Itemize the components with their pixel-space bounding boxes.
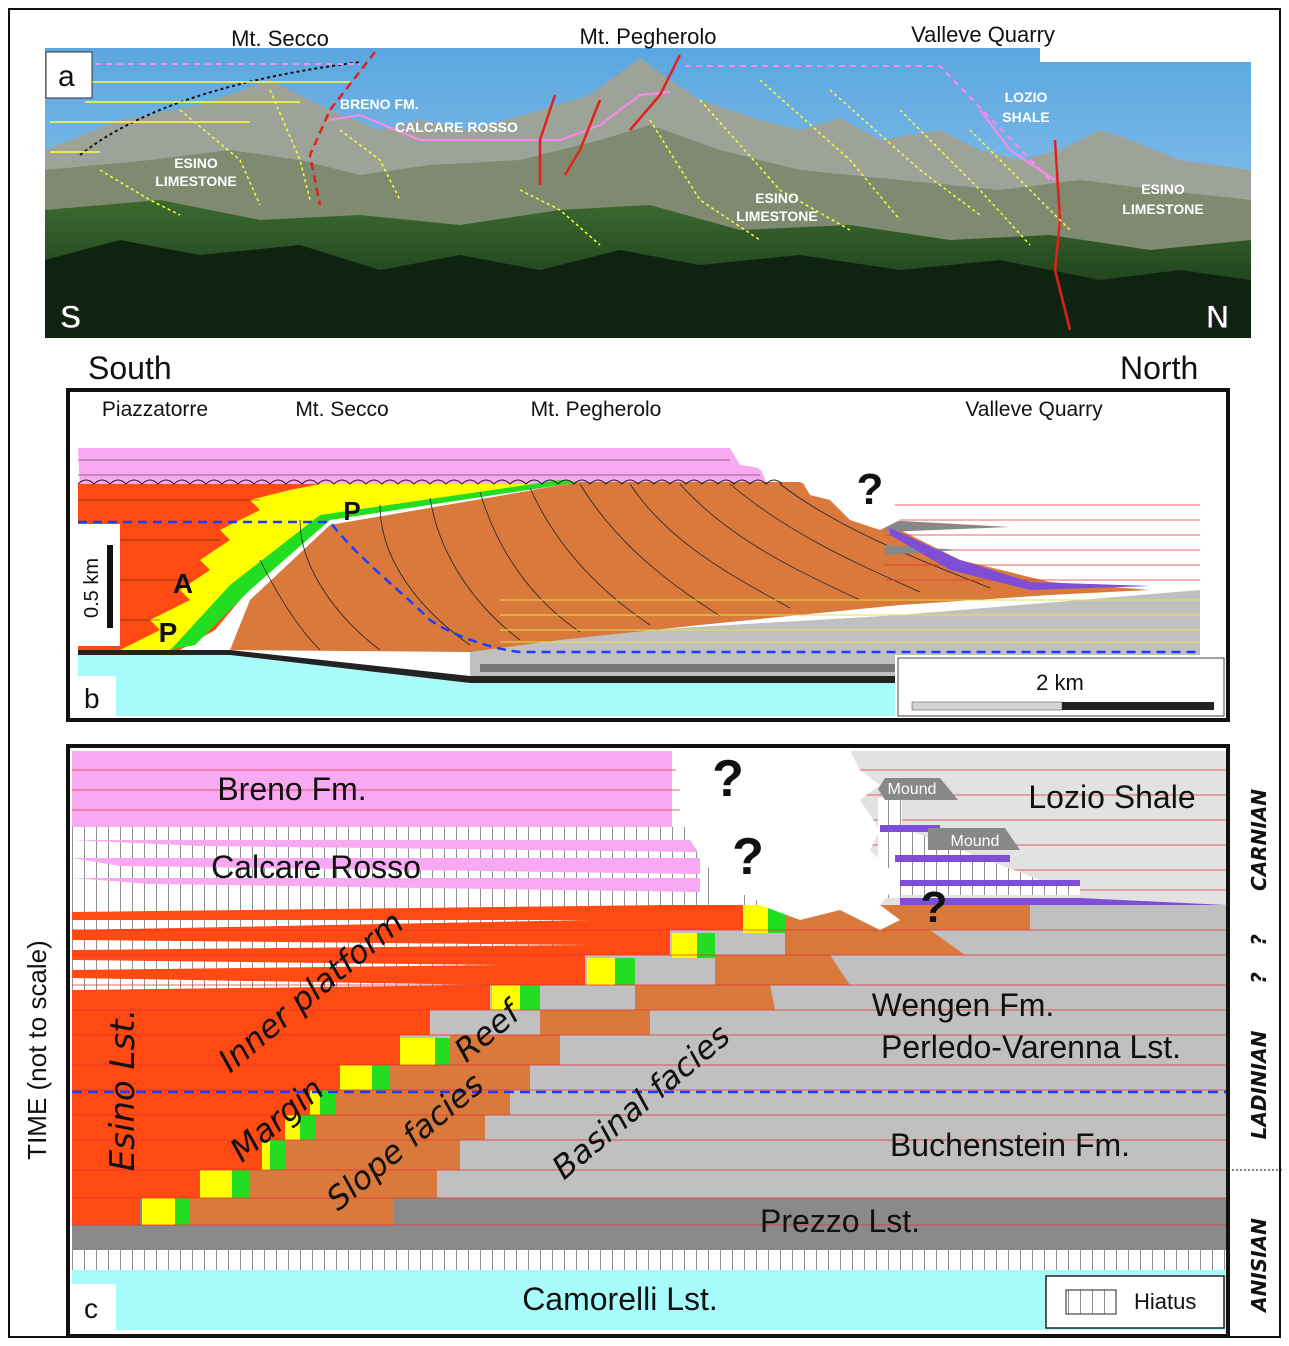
y-axis-label: TIME (not to scale): [22, 940, 52, 1160]
photo-label-lozio-1: LOZIO: [1005, 89, 1048, 105]
panel-a-letter: a: [58, 60, 75, 93]
peak-label-valleve: Valleve Quarry: [911, 22, 1055, 47]
panel-b-letter-box: [72, 676, 116, 718]
label-breno: Breno Fm.: [217, 771, 366, 807]
peak-label-secco: Mt. Secco: [231, 26, 329, 51]
label-mound-1: Mound: [888, 781, 937, 798]
loc-secco: Mt. Secco: [295, 398, 388, 421]
mark-p-lower: P: [159, 617, 178, 648]
photo-north-marker: N: [1206, 299, 1229, 335]
panel-c-letter-box: [72, 1284, 116, 1330]
photo-label-lozio-2: SHALE: [1002, 109, 1049, 125]
photo-label-esino-3a: ESINO: [1141, 181, 1185, 197]
panel-b-question: ?: [857, 465, 884, 514]
panel-b-labels: Piazzatorre Mt. Secco Mt. Pegherolo Vall…: [72, 398, 1225, 718]
stage-anisian: ANISIAN: [1247, 1218, 1271, 1314]
label-esino: Esino Lst.: [103, 1009, 143, 1172]
stage-q2: ?: [1247, 972, 1271, 984]
label-camorelli: Camorelli Lst.: [522, 1281, 718, 1317]
label-calcare-rosso: Calcare Rosso: [211, 849, 421, 885]
label-prezzo: Prezzo Lst.: [760, 1203, 920, 1239]
panel-a-labels: a Mt. Secco Mt. Pegherolo Valleve Quarry…: [45, 22, 1230, 336]
label-lozio: Lozio Shale: [1028, 779, 1195, 815]
photo-label-esino-1a: ESINO: [174, 155, 218, 171]
stage-carnian: CARNIAN: [1247, 789, 1271, 891]
mark-p-upper: P: [343, 496, 360, 526]
loc-valleve: Valleve Quarry: [965, 398, 1103, 421]
panel-a-letter-box: [45, 51, 93, 99]
peak-label-pegherolo: Mt. Pegherolo: [580, 24, 717, 49]
loc-piazzatorre: Piazzatorre: [102, 398, 208, 421]
photo-label-calcare-rosso: CALCARE ROSSO: [395, 119, 518, 135]
mark-a: A: [173, 568, 193, 599]
stage-q1: ?: [1247, 934, 1271, 946]
scale-bar-dark: [1062, 702, 1214, 710]
panel-c-letter: c: [84, 1293, 98, 1324]
legend-hiatus-swatch: [1065, 1289, 1117, 1315]
legend-hiatus-label: Hiatus: [1134, 1289, 1196, 1314]
photo-label-esino-1b: LIMESTONE: [155, 173, 236, 189]
photo-label-esino-2b: LIMESTONE: [736, 208, 817, 224]
photo-label-esino-3b: LIMESTONE: [1122, 201, 1203, 217]
loc-pegherolo: Mt. Pegherolo: [531, 398, 662, 421]
direction-north: North: [1120, 350, 1198, 386]
photo-label-breno: BRENO FM.: [340, 96, 419, 112]
photo-label-esino-2a: ESINO: [755, 190, 799, 206]
panel-b-letter: b: [84, 683, 100, 714]
question-1: ?: [712, 750, 744, 808]
label-wengen: Wengen Fm.: [872, 987, 1055, 1023]
stage-ladinian: LADINIAN: [1247, 1030, 1271, 1139]
panel-a-photo: [45, 40, 1255, 338]
direction-south: South: [88, 350, 172, 386]
question-2: ?: [732, 828, 764, 886]
vertical-scale-label: 0.5 km: [81, 558, 103, 618]
scale-bar-light: [911, 701, 1063, 711]
photo-south-marker: S: [60, 299, 81, 335]
question-3: ?: [921, 883, 948, 932]
label-buchenstein: Buchenstein Fm.: [890, 1127, 1130, 1163]
label-mound-2: Mound: [951, 833, 1000, 850]
panel-c-chart: [66, 744, 1282, 1338]
label-perledo: Perledo-Varenna Lst.: [881, 1029, 1181, 1065]
horizontal-scale-label: 2 km: [1036, 670, 1084, 695]
